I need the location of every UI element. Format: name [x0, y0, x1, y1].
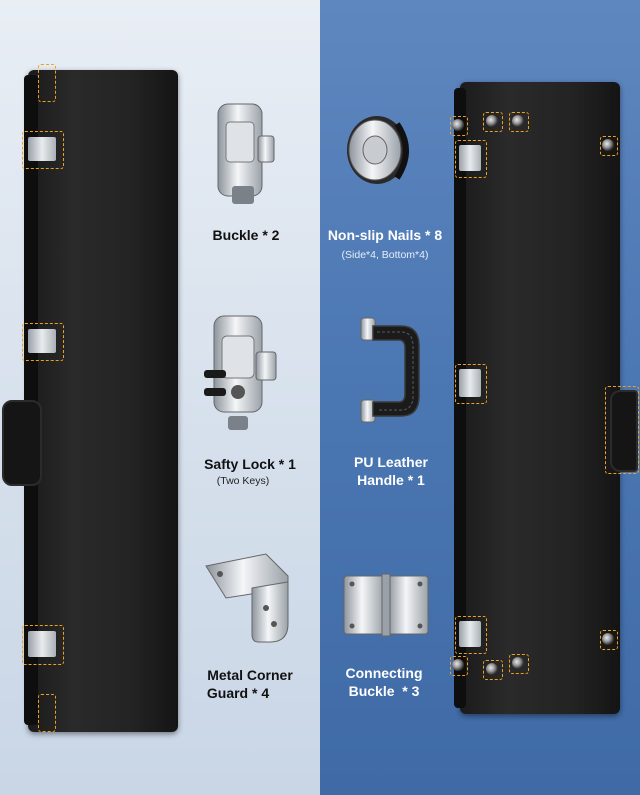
latch-highlight-bottom: [22, 625, 64, 665]
leather-handle-label-line2: Handle * 1: [357, 472, 425, 488]
nail-highlight-3: [509, 112, 529, 132]
leather-handle-label-line1: PU Leather: [354, 454, 428, 470]
corner-guard-label-line1: Metal Corner: [207, 667, 293, 683]
nail-highlight-4: [600, 136, 618, 156]
nail-highlight-8: [600, 630, 618, 650]
leather-handle-image: [360, 317, 420, 423]
nail-icon: [486, 115, 498, 127]
case-handle-right: [610, 390, 638, 472]
nail-icon: [602, 139, 614, 151]
bottom-corner-highlight: [38, 694, 56, 732]
corner-guard-image: [205, 553, 289, 643]
safety-lock-image: [204, 315, 277, 430]
nail-icon: [602, 633, 614, 645]
nail-icon: [452, 119, 464, 131]
nail-icon: [452, 659, 464, 671]
connecting-buckle-label-line2: Buckle * 3: [348, 683, 420, 699]
latch-top: [28, 137, 56, 161]
buckle-label: Buckle * 2: [212, 227, 280, 243]
safety-lock-label: Safty Lock * 1: [204, 456, 296, 472]
connecting-buckle-highlight-middle: [455, 364, 487, 404]
latch-highlight-top: [22, 131, 64, 169]
non-slip-nails-sublabel: (Side*4, Bottom*4): [341, 249, 429, 261]
connecting-buckle-image: [343, 573, 429, 637]
nail-icon: [512, 657, 524, 669]
nail-icon: [486, 663, 498, 675]
corner-guard-label-line2: Guard * 4: [206, 685, 270, 701]
connecting-buckle-bottom: [459, 621, 481, 647]
nail-highlight-7: [509, 654, 529, 674]
connecting-buckle-highlight-top: [455, 140, 487, 178]
nail-highlight-2: [483, 112, 503, 132]
non-slip-nail-image: [347, 116, 409, 184]
connecting-buckle-top: [459, 145, 481, 171]
connecting-buckle-label-line1: Connecting: [345, 665, 423, 681]
handle-highlight: [605, 386, 639, 474]
latch-highlight-middle: [22, 323, 64, 361]
connecting-buckle-middle: [459, 369, 481, 397]
latch-middle: [28, 329, 56, 353]
buckle-image: [217, 103, 275, 204]
nail-highlight-1: [450, 116, 468, 136]
case-handle-left: [2, 400, 42, 486]
connecting-buckle-highlight-bottom: [455, 616, 487, 654]
latch-bottom: [28, 631, 56, 657]
nail-highlight-5: [450, 656, 468, 676]
non-slip-nails-label: Non-slip Nails * 8: [327, 227, 443, 243]
safety-lock-sublabel: (Two Keys): [216, 475, 270, 487]
top-corner-highlight: [38, 64, 56, 102]
nail-highlight-6: [483, 660, 503, 680]
nail-icon: [512, 115, 524, 127]
